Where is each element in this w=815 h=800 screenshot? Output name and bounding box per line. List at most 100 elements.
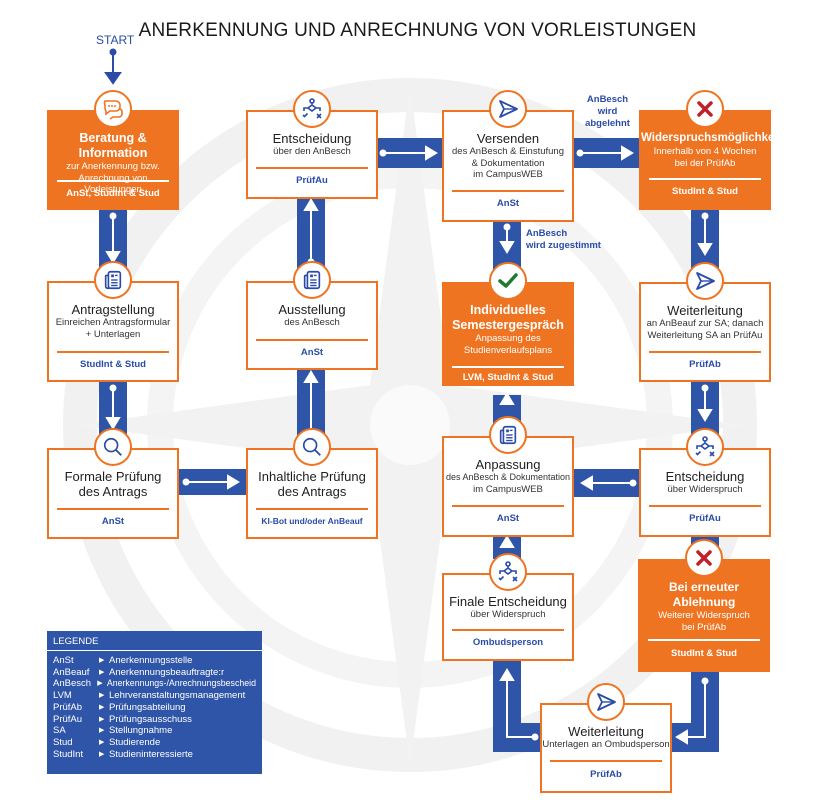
divider xyxy=(649,505,761,507)
divider xyxy=(452,190,564,192)
step-role: PrüfAb xyxy=(590,769,622,780)
legend-abbr: AnBeauf xyxy=(53,666,90,678)
note-line: abgelehnt xyxy=(585,118,630,129)
step-description: Innerhalb von 4 Wochen xyxy=(653,146,757,157)
step-description: + Unterlagen xyxy=(85,328,141,340)
legend-abbr: SA xyxy=(53,725,66,737)
step-role: PrüfAu xyxy=(296,175,328,186)
connector-pipe xyxy=(377,138,443,168)
step-title-line2: Semestergespräch xyxy=(452,318,564,332)
step-weiterleitung-ombudsperson: Weiterleitung Unterlagen an Ombudsperson… xyxy=(540,683,672,793)
legend: LEGENDE AnSt▶Anerkennungsstelle AnBeauf▶… xyxy=(47,631,262,774)
connector-pipe xyxy=(573,469,640,497)
step-beratung-information: Beratung & Information zur Anerkennung b… xyxy=(47,90,179,210)
note-line: wird xyxy=(597,106,618,117)
step-title-line2: des Antrags xyxy=(78,484,148,499)
legend-row: AnBeauf▶Anerkennungsbeauftragte:r xyxy=(53,667,256,679)
divider xyxy=(649,178,761,180)
step-role: StudInt & Stud xyxy=(672,186,738,197)
divider xyxy=(57,508,169,510)
step-role: KI-Bot und/oder AnBeauf xyxy=(261,516,363,526)
step-entscheidung-widerspruch: Entscheidung über Widerspruch PrüfAu xyxy=(639,428,771,537)
step-entscheidung-anbesch: Entscheidung über den AnBesch PrüfAu xyxy=(246,90,378,199)
step-role: AnSt xyxy=(300,347,324,358)
step-title-line2: des Antrags xyxy=(277,484,347,499)
step-role: AnSt xyxy=(496,198,520,209)
cross-icon xyxy=(686,90,724,128)
step-semestergespraech: Individuelles Semestergespräch Anpassung… xyxy=(442,262,574,386)
page-title: ANERKENNUNG UND ANRECHNUNG VON VORLEISTU… xyxy=(138,20,697,41)
step-description: des AnBesch & Einstufung xyxy=(452,146,564,157)
connector-pipe xyxy=(668,723,719,752)
legend-row: LVM ▶ Lehrveranstaltungsmanagement xyxy=(53,690,256,702)
step-title: Finale Entscheidung xyxy=(449,594,567,609)
step-description: an AnBeauf zur SA; danach xyxy=(646,318,764,329)
triangle-right-icon: ▶ xyxy=(99,715,105,723)
legend-abbr: Stud xyxy=(53,736,73,748)
legend-meaning: Anerkennungsbeauftragte:r xyxy=(109,666,225,678)
cross-icon xyxy=(685,539,723,577)
divider xyxy=(256,167,368,169)
step-description: bei der PrüfAb xyxy=(674,157,736,169)
step-role: AnSt xyxy=(101,516,125,527)
decision-flow-icon xyxy=(489,553,527,591)
step-description: Weiterer Widerspruch xyxy=(658,610,750,621)
legend-row: PrüfAb▶Prüfungsabteilung xyxy=(53,702,256,714)
triangle-right-icon: ▶ xyxy=(99,703,105,711)
step-description: Unterlagen an Ombudsperson xyxy=(542,739,670,750)
step-description: Anrechnung von Vorleistungen xyxy=(78,172,148,196)
step-title: Individuelles xyxy=(470,303,546,317)
legend-abbr: PrüfAu xyxy=(53,713,83,725)
step-title: Formale Prüfung xyxy=(64,469,162,484)
legend-abbr: LVM xyxy=(53,690,72,702)
divider xyxy=(649,351,761,353)
step-description: bei PrüfAb xyxy=(681,621,727,633)
note-line: AnBesch xyxy=(526,228,568,239)
step-title: Weiterleitung xyxy=(568,724,644,739)
step-title: Antragstellung xyxy=(71,302,155,317)
divider xyxy=(550,760,662,762)
step-role: StudInt & Stud xyxy=(80,359,146,370)
step-role: LVM, StudInt & Stud xyxy=(462,372,554,383)
legend-meaning: Studierende xyxy=(109,736,161,748)
divider xyxy=(256,339,368,341)
divider xyxy=(452,366,564,368)
triangle-right-icon: ▶ xyxy=(99,727,105,735)
connector-pipe xyxy=(179,469,246,495)
legend-abbr: AnBesch xyxy=(53,678,92,690)
step-title: Ausstellung xyxy=(278,302,346,317)
divider xyxy=(57,351,169,353)
legend-meaning: Lehrveranstaltungsmanagement xyxy=(109,690,246,702)
decision-flow-icon xyxy=(686,428,724,466)
legend-row: PrüfAu▶Prüfungsausschuss xyxy=(53,714,256,726)
legend-row: SA ▶ Stellungnahme xyxy=(53,725,256,737)
send-icon xyxy=(489,90,527,128)
chat-bubbles-icon xyxy=(94,90,132,128)
legend-meaning: Stellungnahme xyxy=(109,725,173,737)
step-description: Studienverlaufsplans xyxy=(463,344,553,356)
divider xyxy=(57,180,169,182)
step-title: Entscheidung xyxy=(665,469,745,484)
connector-pipe xyxy=(493,723,543,752)
triangle-right-icon: ▶ xyxy=(99,750,105,758)
legend-abbr: AnSt xyxy=(53,655,74,666)
step-role: Ombudsperson xyxy=(472,637,544,648)
note-line: wird zugestimmt xyxy=(526,240,601,251)
step-description: & Dokumentation xyxy=(471,157,545,169)
step-description: über Widerspruch xyxy=(470,609,546,620)
triangle-right-icon: ▶ xyxy=(99,657,105,664)
legend-meaning: Anerkennungsstelle xyxy=(109,655,193,666)
rejected-note: AnBesch wird abgelehnt xyxy=(580,94,635,130)
step-versenden: Versenden des AnBesch & Einstufung & Dok… xyxy=(442,90,574,222)
send-icon xyxy=(686,262,724,300)
step-description: Einreichen Antragsformular xyxy=(55,317,171,328)
triangle-right-icon: ▶ xyxy=(99,692,105,700)
step-formale-pruefung: Formale Prüfung des Antrags AnSt xyxy=(47,428,179,539)
step-description: im CampusWEB xyxy=(473,169,543,180)
legend-rows: AnSt▶Anerkennungsstelle AnBeauf▶Anerkenn… xyxy=(47,651,262,764)
step-ausstellung: Ausstellung des AnBesch AnSt xyxy=(246,261,378,370)
step-title: Beratung & Information xyxy=(78,131,148,160)
triangle-right-icon: ▶ xyxy=(99,738,105,746)
legend-row: AnBesch▶Anerkennungs-/Anrechnungsbeschei… xyxy=(53,678,256,690)
